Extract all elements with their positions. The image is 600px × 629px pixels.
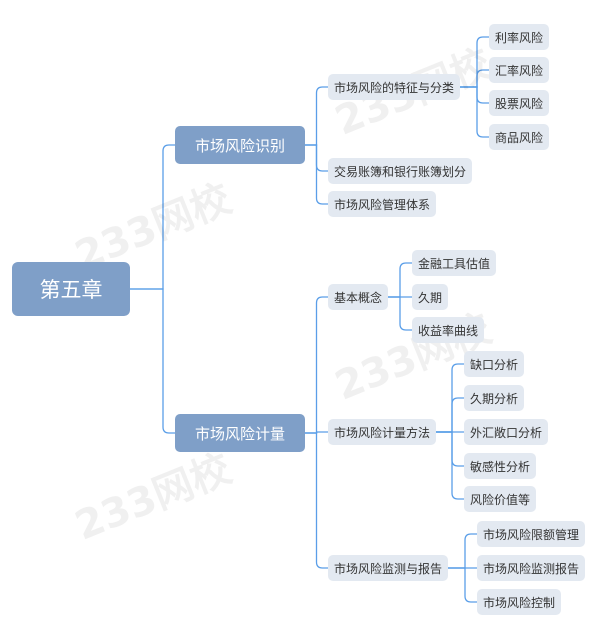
leaf-node[interactable]: 商品风险 <box>489 124 550 150</box>
connector-line <box>460 86 489 104</box>
leaf-node[interactable]: 久期 <box>412 284 449 310</box>
leaf-node[interactable]: 收益率曲线 <box>412 317 485 343</box>
connector-line <box>436 431 464 467</box>
root-node[interactable]: 第五章 <box>12 262 130 316</box>
leaf-node[interactable]: 敏感性分析 <box>464 453 537 479</box>
connector-line <box>460 86 489 138</box>
topic-node[interactable]: 市场风险管理体系 <box>328 191 437 217</box>
connector-line <box>388 262 412 298</box>
topic-node[interactable]: 市场风险的特征与分类 <box>328 74 461 100</box>
connector-line <box>436 431 464 500</box>
connector-line <box>448 533 477 569</box>
leaf-node[interactable]: 缺口分析 <box>464 351 525 377</box>
leaf-node[interactable]: 外汇敞口分析 <box>464 419 549 445</box>
connector-line <box>130 288 175 434</box>
connector-line <box>460 36 489 88</box>
leaf-node[interactable]: 市场风险控制 <box>477 589 562 615</box>
connector-line <box>305 144 328 205</box>
leaf-node[interactable]: 股票风险 <box>489 90 550 116</box>
connector-line <box>388 296 412 331</box>
connector-line <box>305 432 328 569</box>
topic-node[interactable]: 市场风险监测与报告 <box>328 555 449 581</box>
leaf-node[interactable]: 风险价值等 <box>464 486 537 512</box>
branch-node-market-risk-measurement[interactable]: 市场风险计量 <box>175 414 305 452</box>
connector-line <box>305 296 328 434</box>
leaf-node[interactable]: 利率风险 <box>489 24 550 50</box>
topic-node[interactable]: 交易账簿和银行账簿划分 <box>328 158 473 184</box>
connector-line <box>305 86 328 146</box>
topic-node[interactable]: 市场风险计量方法 <box>328 419 437 445</box>
leaf-node[interactable]: 久期分析 <box>464 385 525 411</box>
connector-line <box>436 363 464 433</box>
connector-line <box>460 69 489 88</box>
topic-node[interactable]: 基本概念 <box>328 284 389 310</box>
branch-node-market-risk-identification[interactable]: 市场风险识别 <box>175 126 305 164</box>
leaf-node[interactable]: 金融工具估值 <box>412 250 497 276</box>
leaf-node[interactable]: 市场风险监测报告 <box>477 555 586 581</box>
connector-line <box>448 567 477 603</box>
leaf-node[interactable]: 市场风险限额管理 <box>477 521 586 547</box>
leaf-node[interactable]: 汇率风险 <box>489 57 550 83</box>
connector-line <box>436 397 464 433</box>
connector-line <box>130 144 175 290</box>
